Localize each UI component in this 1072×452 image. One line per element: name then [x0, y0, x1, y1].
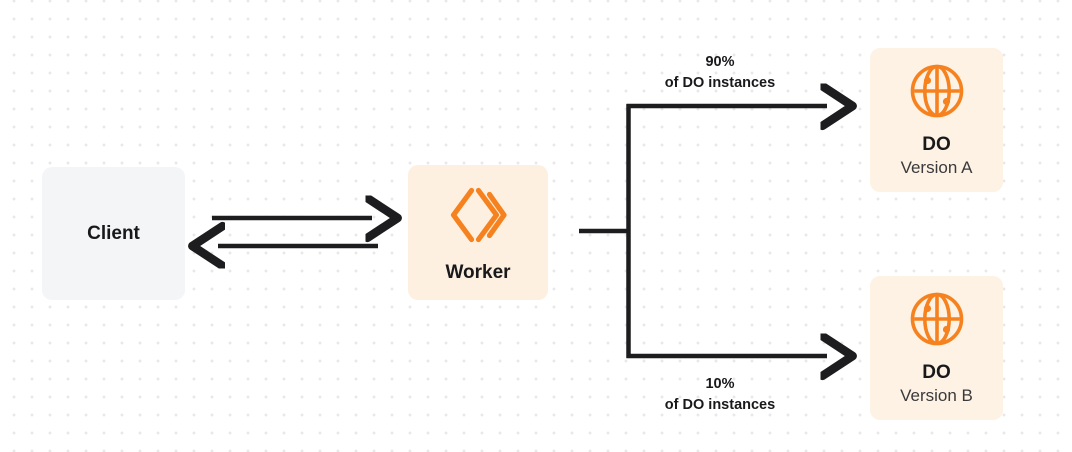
node-client-label: Client — [87, 222, 140, 244]
node-client: Client — [42, 167, 185, 300]
node-do-b-sublabel: Version B — [900, 386, 973, 406]
edge-label-do-b-caption: of DO instances — [664, 397, 776, 414]
node-do-a-label: DO — [922, 134, 951, 156]
globe-icon — [908, 290, 966, 348]
edge-label-do-a-percent: 90% — [705, 54, 735, 70]
globe-icon — [908, 62, 966, 120]
node-do-version-a: DO Version A — [870, 48, 1003, 192]
edge-label-do-a-caption: of DO instances — [664, 75, 776, 92]
node-do-version-b: DO Version B — [870, 276, 1003, 420]
node-do-b-label: DO — [922, 362, 951, 384]
edge-label-do-a: 90% of DO instances — [655, 52, 785, 94]
edge-label-do-b-percent: 10% — [705, 376, 735, 392]
node-do-a-sublabel: Version A — [900, 158, 973, 178]
edge-label-do-b: 10% of DO instances — [655, 374, 785, 416]
node-worker-label: Worker — [445, 261, 511, 283]
node-worker: Worker — [408, 165, 548, 300]
cloudflare-workers-icon — [445, 182, 511, 248]
